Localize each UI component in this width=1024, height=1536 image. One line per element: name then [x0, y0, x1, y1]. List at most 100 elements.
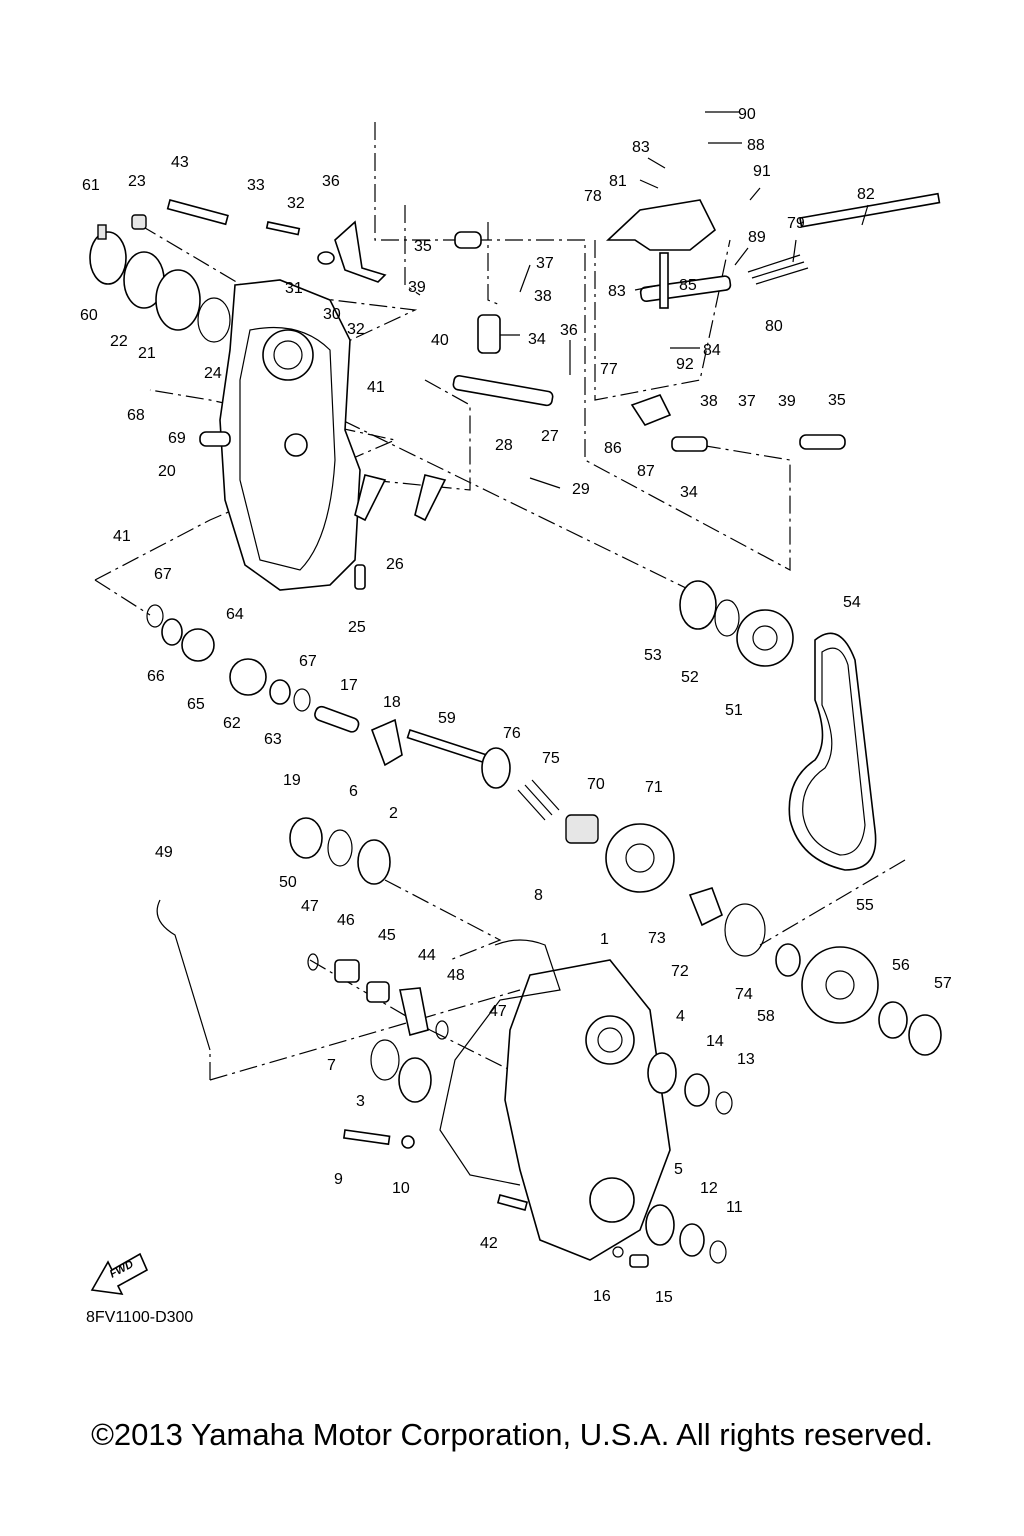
part-6: [327, 829, 353, 867]
part-17: [314, 705, 360, 733]
label-5: 5: [674, 1161, 683, 1178]
label-77: 77: [600, 361, 618, 378]
part-86: [630, 394, 672, 426]
label-20: 20: [158, 463, 176, 480]
label-35a: 35: [414, 238, 432, 255]
part-54: [788, 632, 877, 871]
part-70: [565, 814, 599, 844]
label-16: 16: [593, 1288, 611, 1305]
label-52: 52: [681, 669, 699, 686]
upper-case-cover-inner: [239, 326, 336, 571]
label-34b: 34: [680, 484, 698, 501]
part-75: [517, 779, 560, 821]
part-23: [131, 214, 147, 230]
lower-case: [504, 959, 671, 1261]
part-65: [181, 628, 215, 662]
upper-bore: [262, 329, 314, 381]
label-92: 92: [676, 356, 694, 373]
label-67b: 67: [299, 653, 317, 670]
label-22: 22: [110, 333, 128, 350]
label-74: 74: [735, 986, 753, 1003]
label-83a: 83: [632, 139, 650, 156]
label-55: 55: [856, 897, 874, 914]
label-59: 59: [438, 710, 456, 727]
label-60: 60: [80, 307, 98, 324]
part-7: [370, 1039, 400, 1081]
part-47a: [307, 953, 319, 971]
label-67a: 67: [154, 566, 172, 583]
label-15: 15: [655, 1289, 673, 1306]
label-25: 25: [348, 619, 366, 636]
label-36b: 36: [560, 322, 578, 339]
part-2: [357, 839, 391, 885]
label-88: 88: [747, 137, 765, 154]
label-58: 58: [757, 1008, 775, 1025]
part-10: [401, 1135, 415, 1149]
label-13: 13: [737, 1051, 755, 1068]
label-28: 28: [495, 437, 513, 454]
part-51-hub: [752, 625, 778, 651]
label-72: 72: [671, 963, 689, 980]
label-31: 31: [285, 280, 303, 297]
part-31: [317, 251, 335, 265]
part-59: [406, 728, 488, 764]
label-32b: 32: [347, 321, 365, 338]
part-55-hub: [825, 970, 855, 1000]
label-42: 42: [480, 1235, 498, 1252]
part-9: [342, 1129, 391, 1146]
part-71: [605, 823, 675, 893]
part-52: [714, 599, 740, 637]
label-43: 43: [171, 154, 189, 171]
label-38a: 38: [534, 288, 552, 305]
label-36a: 36: [322, 173, 340, 190]
label-40: 40: [431, 332, 449, 349]
label-37a: 37: [536, 255, 554, 272]
part-15: [629, 1254, 649, 1268]
part-48: [435, 1020, 449, 1040]
part-63: [269, 679, 291, 705]
part-78: [605, 199, 717, 251]
label-70: 70: [587, 776, 605, 793]
label-34a: 34: [528, 331, 546, 348]
part-53: [679, 580, 717, 630]
part-55: [801, 946, 879, 1024]
label-90: 90: [738, 106, 756, 123]
label-78: 78: [584, 188, 602, 205]
label-41a: 41: [367, 379, 385, 396]
label-32a: 32: [287, 195, 305, 212]
label-37b: 37: [738, 393, 756, 410]
part-60: [89, 231, 127, 285]
part-14: [684, 1073, 710, 1107]
label-4: 4: [676, 1008, 685, 1025]
label-26: 26: [386, 556, 404, 573]
part-24: [197, 297, 231, 343]
lower-bore: [284, 433, 308, 457]
label-33: 33: [247, 177, 265, 194]
part-34b: [671, 436, 708, 452]
label-6: 6: [349, 783, 358, 800]
part-50: [289, 817, 323, 859]
label-7: 7: [327, 1057, 336, 1074]
label-73: 73: [648, 930, 666, 947]
label-75: 75: [542, 750, 560, 767]
label-2: 2: [389, 805, 398, 822]
part-56: [878, 1001, 908, 1039]
label-45: 45: [378, 927, 396, 944]
label-49: 49: [155, 844, 173, 861]
part-49: [156, 899, 211, 1051]
upper-bore-inner: [273, 340, 303, 370]
part-44: [399, 987, 429, 1036]
label-53: 53: [644, 647, 662, 664]
part-4: [647, 1052, 677, 1094]
label-62: 62: [223, 715, 241, 732]
label-21: 21: [138, 345, 156, 362]
parts: [89, 192, 942, 1295]
label-86: 86: [604, 440, 622, 457]
part-57: [908, 1014, 942, 1056]
label-35b: 35: [828, 392, 846, 409]
part-5: [645, 1204, 675, 1246]
label-39b: 39: [778, 393, 796, 410]
label-51: 51: [725, 702, 743, 719]
label-69: 69: [168, 430, 186, 447]
part-35b: [799, 434, 846, 450]
